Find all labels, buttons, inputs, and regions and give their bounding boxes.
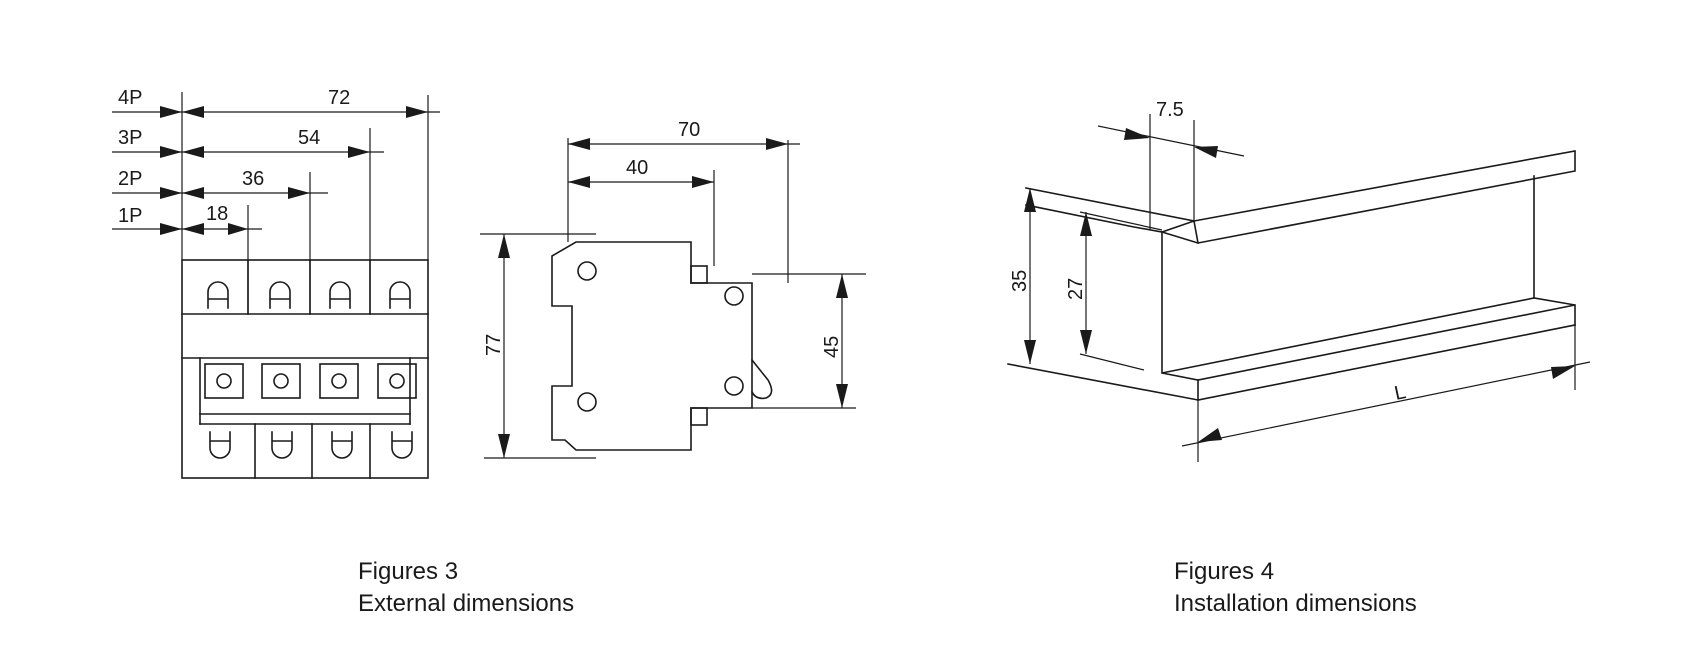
din-rail — [1007, 150, 1576, 401]
arrowhead — [1024, 188, 1036, 212]
figure4-caption: Figures 4 Installation dimensions — [1174, 556, 1417, 620]
arrowhead — [1080, 212, 1092, 236]
arrowhead — [1198, 428, 1222, 442]
pole-label-1p: 1P — [118, 205, 142, 227]
arrowhead — [836, 274, 848, 298]
pole-label-3p: 3P — [118, 127, 142, 149]
arrowhead — [498, 434, 510, 458]
arrowhead — [160, 223, 182, 235]
arrowhead — [182, 146, 204, 158]
arrowhead — [766, 138, 788, 150]
width-2p-value: 36 — [242, 168, 264, 190]
arrowhead — [568, 176, 590, 188]
arrowhead — [568, 138, 590, 150]
arrowhead — [1024, 340, 1036, 364]
figure4-subtitle: Installation dimensions — [1174, 590, 1417, 617]
breaker-side-view — [551, 241, 773, 451]
arrowhead — [836, 384, 848, 408]
rail-dimensions: 7.5 35 27 L — [1009, 99, 1591, 462]
height-total-value: 77 — [483, 334, 505, 356]
width-4p-value: 72 — [328, 87, 350, 109]
arrowhead — [182, 106, 204, 118]
figure3-caption: Figures 3 External dimensions — [358, 556, 574, 620]
arrowhead — [1080, 330, 1092, 354]
width-3p-value: 54 — [298, 127, 320, 149]
arrowhead — [348, 146, 370, 158]
side-view-dimensions: 70 40 77 45 — [480, 119, 866, 459]
arrowhead — [182, 187, 204, 199]
rail-length-value: L — [1392, 381, 1407, 405]
height-partial-value: 45 — [821, 336, 843, 358]
arrowhead — [160, 187, 182, 199]
outer-height-value: 35 — [1009, 270, 1031, 292]
pole-label-4p: 4P — [118, 87, 142, 109]
pole-label-2p: 2P — [118, 168, 142, 190]
arrowhead — [1194, 146, 1218, 158]
arrowhead — [288, 187, 310, 199]
inner-height-value: 27 — [1065, 278, 1087, 300]
arrowhead — [406, 106, 428, 118]
depth-total-value: 70 — [678, 119, 700, 141]
figure3-title: Figures 3 — [358, 558, 459, 585]
arrowhead — [498, 234, 510, 258]
front-view-dimensions: 4P 3P 2P 1P 72 54 36 18 — [112, 87, 440, 314]
arrowhead — [160, 106, 182, 118]
figure3-subtitle: External dimensions — [358, 590, 575, 617]
arrowhead — [182, 223, 204, 235]
depth-partial-value: 40 — [626, 157, 648, 179]
width-1p-value: 18 — [206, 203, 228, 225]
arrowhead — [692, 176, 714, 188]
arrowhead — [1551, 366, 1575, 379]
arrowhead — [160, 146, 182, 158]
flange-width-value: 7.5 — [1156, 99, 1184, 121]
figure4-title: Figures 4 — [1174, 558, 1275, 585]
arrowhead — [1124, 128, 1150, 140]
arrowhead — [228, 223, 248, 235]
breaker-front-view — [181, 259, 429, 479]
